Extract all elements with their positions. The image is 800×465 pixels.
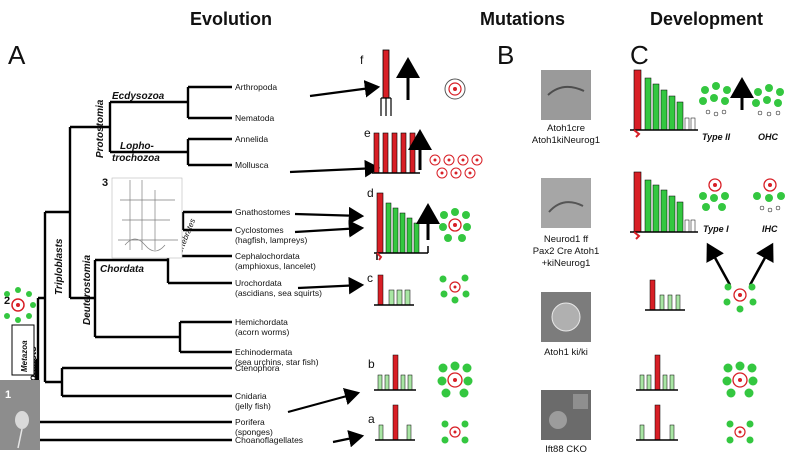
- clade-deuterostomia: Deuterostomia: [82, 255, 93, 325]
- choanoflagellate-photo: 1: [0, 380, 40, 450]
- hair-cell-a: [375, 404, 469, 444]
- development-column: Type II OHC Type I IHC: [630, 69, 785, 444]
- stage-c: c: [367, 271, 373, 285]
- clade-triploblasts: Triploblasts: [54, 238, 65, 295]
- hair-cell-c: [374, 274, 470, 306]
- taxon-ctenophora: Ctenophora: [235, 363, 280, 373]
- label-2: 2: [4, 295, 10, 307]
- panel-label-c: C: [630, 40, 649, 70]
- taxon-gnathostomes: Gnathostomes: [235, 207, 290, 217]
- taxon-annelida: Annelida: [235, 134, 268, 144]
- taxon-cephalochordata-note: (amphioxus, lancelet): [235, 261, 316, 271]
- clade-ecdysozoa: Ecdysozoa: [112, 91, 165, 102]
- taxon-urochordata: Urochordata: [235, 278, 282, 288]
- header-evolution: Evolution: [190, 9, 272, 29]
- taxon-porifera-note: (sponges): [235, 427, 273, 437]
- mutation-1-line-1: Atoh1cre: [547, 123, 585, 134]
- hair-cell-d: [374, 192, 471, 261]
- taxon-porifera: Porifera: [235, 417, 265, 427]
- clade-protostomia: Protostomia: [95, 99, 106, 158]
- mutation-2-line-2: Pax2 Cre Atoh1: [533, 246, 600, 257]
- panel-label-b: B: [497, 40, 514, 70]
- hair-cell-e: [372, 129, 483, 179]
- taxon-arthropoda: Arthropoda: [235, 82, 277, 92]
- mutations-column: Atoh1cre Atoh1kiNeurog1 Neurod1 ff Pax2 …: [532, 70, 600, 455]
- stage-d: d: [367, 186, 374, 200]
- arrow-urochordata: [297, 276, 365, 295]
- taxon-choanoflagellates: Choanoflagellates: [235, 435, 303, 445]
- label-ihc: IHC: [762, 224, 778, 234]
- taxon-mollusca: Mollusca: [235, 160, 269, 170]
- taxon-labels: Arthropoda Nematoda Annelida Mollusca Gn…: [235, 82, 322, 445]
- taxon-hemichordata: Hemichordata: [235, 317, 288, 327]
- schematic-3: 3: [102, 177, 183, 259]
- arrow-cnidaria: [287, 387, 361, 414]
- stage-f: f: [360, 53, 364, 67]
- header-mutations: Mutations: [480, 9, 565, 29]
- header-development: Development: [650, 9, 763, 29]
- clade-chordata: Chordata: [100, 264, 144, 275]
- evolution-arrows: [287, 80, 381, 448]
- stage-a: a: [368, 412, 375, 426]
- taxon-nematoda: Nematoda: [235, 113, 274, 123]
- arrow-gnathostomes: [294, 206, 365, 225]
- taxon-cyclostomes: Cyclostomes: [235, 225, 284, 235]
- panel-label-a: A: [8, 40, 26, 70]
- taxon-cnidaria: Cnidaria: [235, 391, 267, 401]
- arrow-mollusca: [289, 159, 381, 178]
- clade-metazoa: Metazoa: [20, 340, 29, 372]
- label-1: 1: [5, 389, 11, 401]
- stage-b: b: [368, 357, 375, 371]
- mutation-2-line-3: +kiNeurog1: [542, 258, 591, 269]
- taxon-echinodermata-note: (sea urchins, star fish): [235, 357, 319, 367]
- taxon-echinodermata: Echinodermata: [235, 347, 292, 357]
- hair-cell-b: [374, 354, 473, 398]
- label-type-ii: Type II: [702, 132, 731, 142]
- stage-letters: f e d c b a: [360, 53, 375, 426]
- taxon-cnidaria-note: (jelly fish): [235, 401, 271, 411]
- arrow-cyclostomes: [294, 220, 365, 238]
- label-3: 3: [102, 177, 108, 189]
- clade-lopho-1: Lopho-: [120, 141, 155, 152]
- mutation-4-line-1: Ift88 CKO: [545, 444, 587, 455]
- taxon-cyclostomes-note: (hagfish, lampreys): [235, 235, 307, 245]
- hair-cell-f: [380, 49, 466, 116]
- taxon-cephalochordata: Cephalochordata: [235, 251, 300, 261]
- stage-e: e: [364, 126, 371, 140]
- cluster-2: 2: [4, 287, 36, 323]
- mutation-2-line-1: Neurod1 ff: [544, 234, 589, 245]
- arrow-choanoflagellates: [332, 430, 365, 448]
- mutation-1-line-2: Atoh1kiNeurog1: [532, 135, 600, 146]
- metazoa-box: Metazoa: [11, 324, 35, 376]
- taxon-hemichordata-note: (acorn worms): [235, 327, 289, 337]
- label-ohc: OHC: [758, 132, 779, 142]
- label-type-i: Type I: [703, 224, 729, 234]
- arrow-arthropoda: [309, 80, 381, 98]
- clade-lopho-2: trochozoa: [112, 153, 160, 164]
- mutation-3-line-1: Atoh1 ki/ki: [544, 347, 588, 358]
- taxon-urochordata-note: (ascidians, sea squirts): [235, 288, 322, 298]
